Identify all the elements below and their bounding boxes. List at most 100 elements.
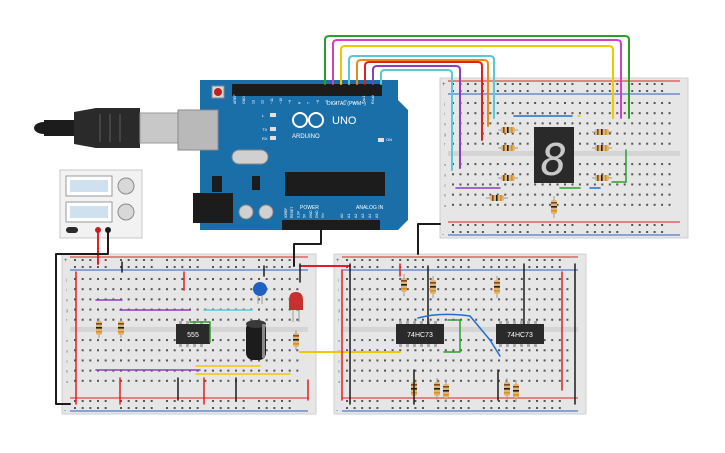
row-letter: e: [66, 338, 69, 343]
resistor[interactable]: [498, 127, 518, 133]
resistor[interactable]: [486, 195, 508, 201]
chip-555[interactable]: 555: [176, 321, 210, 347]
resistor[interactable]: [443, 380, 449, 402]
wire-green-l[interactable]: [189, 321, 211, 343]
resistor[interactable]: [551, 196, 557, 218]
digital-pin-label: 2: [353, 102, 357, 104]
digital-pin-label: ~5: [325, 100, 329, 104]
row-letter: i: [66, 287, 67, 292]
row-letter: h: [444, 121, 446, 126]
voltage-knob[interactable]: [117, 177, 135, 195]
capacitor-a: [238, 204, 254, 220]
row-letter: h: [338, 297, 340, 302]
status-led: [270, 127, 276, 131]
digital-header[interactable]: [232, 84, 382, 96]
row-letter: j: [65, 277, 67, 282]
digital-pin-label: 4: [334, 102, 338, 104]
row-letter: i: [338, 287, 339, 292]
atmega-chip: [285, 172, 385, 196]
power-supply[interactable]: [59, 169, 143, 239]
wire-black-psu[interactable]: [55, 232, 109, 405]
row-letter: j: [337, 277, 339, 282]
resistor[interactable]: [430, 276, 436, 298]
row-letter: d: [66, 348, 68, 353]
positive-terminal[interactable]: [95, 227, 101, 233]
row-letter: e: [338, 338, 341, 343]
row-letter: a: [338, 379, 341, 384]
digital-pin-label: 7: [307, 102, 311, 104]
rail-plus-mark: +: [442, 82, 446, 88]
row-letter: j: [443, 101, 445, 106]
resistor-led[interactable]: [293, 330, 299, 350]
digital-pin-label: ~3: [343, 100, 347, 104]
row-letter: c: [66, 358, 68, 363]
digital-pin-label: 12: [261, 100, 265, 104]
power-switch[interactable]: [66, 227, 78, 233]
wire-red-d[interactable]: [364, 61, 483, 141]
power-pin-label: GND: [309, 210, 313, 218]
wire-purple-d[interactable]: [372, 65, 461, 169]
chip-74hc73-b[interactable]: 74HC73: [496, 321, 544, 347]
row-letter: d: [338, 348, 340, 353]
resistor[interactable]: [592, 175, 612, 181]
analog-pin-label: A0: [340, 214, 344, 218]
arduino-uno-board[interactable]: ARDUINO UNO DIGITAL (PWM~) ANALOG IN POW…: [177, 80, 408, 230]
wire-green-br[interactable]: [443, 319, 461, 353]
row-letter: c: [444, 182, 446, 187]
seven-segment-display[interactable]: 8: [534, 127, 574, 186]
row-letter: a: [66, 379, 69, 384]
resistor[interactable]: [498, 145, 518, 151]
wire-orange-d[interactable]: [356, 59, 489, 127]
chip-label: 74HC73: [507, 332, 533, 339]
resistor[interactable]: [592, 145, 612, 151]
row-letter: g: [338, 308, 340, 313]
electrolytic-capacitor[interactable]: [246, 322, 266, 360]
wire-blue-br[interactable]: [417, 313, 501, 357]
chip-74hc73-a[interactable]: 74HC73: [396, 321, 444, 347]
rail-minus-mark: -: [336, 408, 338, 414]
digital-pin-label: ~6: [316, 100, 320, 104]
arduino-model: UNO: [332, 115, 357, 127]
resistor[interactable]: [494, 276, 500, 298]
power-pin-label: RESET: [290, 207, 294, 218]
usb-port: [177, 109, 219, 151]
resistor[interactable]: [434, 378, 440, 400]
wire-cyan-d2[interactable]: [380, 69, 453, 171]
resistor[interactable]: [513, 380, 519, 402]
wire-black-link[interactable]: [417, 223, 441, 255]
usb-cable[interactable]: [34, 108, 181, 148]
digital-label: DIGITAL (PWM~): [327, 101, 366, 107]
analog-pin-label: A3: [361, 214, 365, 218]
resistor[interactable]: [498, 175, 518, 181]
resistor[interactable]: [118, 318, 124, 338]
status-led-label: TX: [262, 127, 267, 132]
rail-plus-mark: +: [336, 258, 340, 264]
power-pin-label: Vin: [321, 213, 325, 218]
wire-yellow-d[interactable]: [340, 45, 614, 119]
resistor[interactable]: [592, 129, 612, 135]
power-analog-header[interactable]: [282, 220, 380, 230]
negative-terminal[interactable]: [105, 227, 111, 233]
red-led[interactable]: [289, 292, 303, 310]
row-letter: h: [66, 297, 68, 302]
wire-black-gnd[interactable]: [293, 229, 322, 267]
chip-label: 555: [187, 332, 199, 339]
wire-cyan-d[interactable]: [348, 55, 495, 119]
resistor[interactable]: [96, 318, 102, 338]
resistor[interactable]: [401, 274, 407, 296]
seven-segment-digit: 8: [541, 135, 568, 186]
rail-minus-mark: -: [442, 232, 444, 238]
reset-button[interactable]: [214, 88, 222, 96]
digital-pin-label: ~11: [270, 98, 274, 104]
row-letter: g: [66, 308, 68, 313]
power-pin-label: GND: [315, 210, 319, 218]
ceramic-capacitor[interactable]: [253, 282, 267, 296]
wire-green-d[interactable]: [324, 35, 630, 119]
current-knob[interactable]: [117, 203, 135, 221]
digital-pin-label: TX▸1: [362, 96, 366, 104]
rail-minus-mark: -: [64, 408, 66, 414]
wire-magenta-d[interactable]: [332, 39, 622, 119]
resistor[interactable]: [504, 378, 510, 400]
